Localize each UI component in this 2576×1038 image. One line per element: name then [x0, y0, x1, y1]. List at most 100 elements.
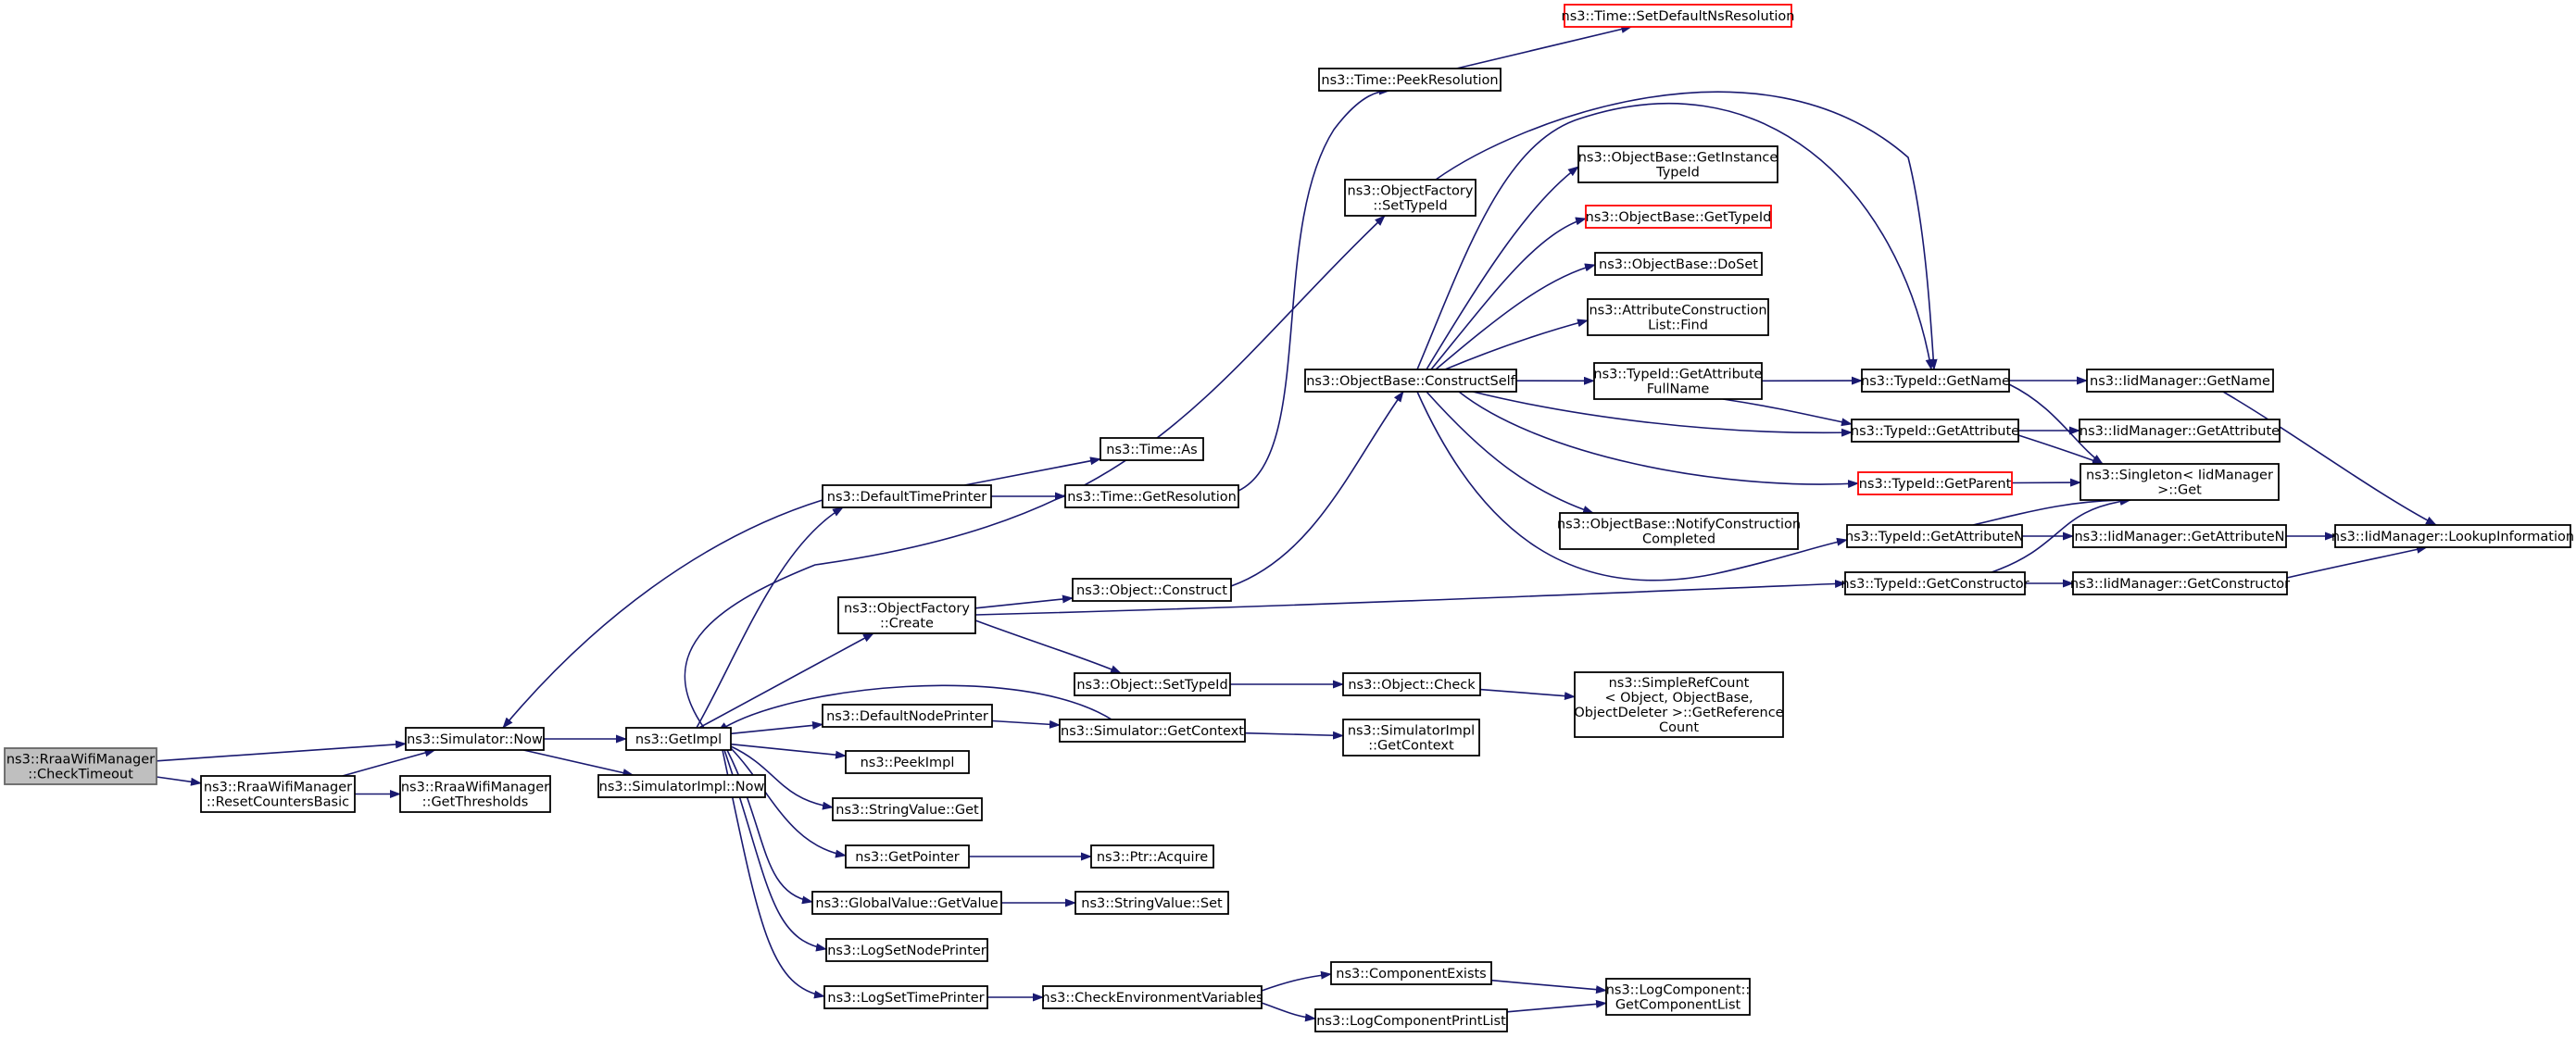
node-type-id-get-attribute[interactable]: ns3::TypeId::GetAttribute: [1851, 419, 2019, 443]
node-simulator-impl-get-context[interactable]: ns3::SimulatorImpl::GetContext: [1342, 719, 1480, 757]
node-log-component-get-component-list[interactable]: ns3::LogComponent::GetComponentList: [1605, 978, 1751, 1016]
node-box: [1585, 205, 1772, 229]
node-iid-manager-get-attribute-n[interactable]: ns3::IidManager::GetAttributeN: [2072, 524, 2287, 548]
edge-object-base-construct-self-to-type-id-get-name: [1416, 103, 1934, 370]
node-simulator-get-context[interactable]: ns3::Simulator::GetContext: [1059, 719, 1246, 743]
node-label: ObjectDeleter >::GetReference: [1574, 706, 1783, 720]
node-global-value-get-value[interactable]: ns3::GlobalValue::GetValue: [811, 891, 1002, 915]
node-box: [822, 704, 993, 728]
edge-check-timeout-to-simulator-now: [156, 740, 407, 762]
node-label: FullName: [1647, 382, 1710, 397]
node-label: ns3::SimulatorImpl::Now: [599, 780, 765, 794]
node-default-node-printer[interactable]: ns3::DefaultNodePrinter: [822, 704, 993, 728]
node-type-id-get-constructor[interactable]: ns3::TypeId::GetConstructor: [1841, 571, 2029, 595]
node-log-set-node-printer[interactable]: ns3::LogSetNodePrinter: [825, 938, 988, 962]
node-string-value-get[interactable]: ns3::StringValue::Get: [832, 797, 983, 821]
node-label: ns3::Simulator::GetContext: [1061, 724, 1244, 739]
node-box: [822, 484, 992, 508]
node-box: [1846, 524, 2023, 548]
node-box: [825, 938, 988, 962]
node-object-factory-set-type-id[interactable]: ns3::ObjectFactory::SetTypeId: [1344, 179, 1476, 217]
node-singleton-iid-manager-get[interactable]: ns3::Singleton< IidManager>::Get: [2080, 463, 2280, 501]
node-component-exists[interactable]: ns3::ComponentExists: [1330, 961, 1492, 985]
node-string-value-set[interactable]: ns3::StringValue::Set: [1074, 891, 1229, 915]
edge-check-timeout-to-reset-counters-basic: [156, 776, 202, 786]
node-get-thresholds[interactable]: ns3::RraaWifiManager::GetThresholds: [399, 775, 551, 813]
node-box: [1100, 437, 1204, 461]
node-box: [399, 775, 551, 813]
node-time-set-default-ns-resolution[interactable]: ns3::Time::SetDefaultNsResolution: [1562, 4, 1795, 28]
edge-time-get-resolution-to-time-peek-resolution: [1238, 86, 1390, 492]
node-type-id-get-attribute-n[interactable]: ns3::TypeId::GetAttributeN: [1845, 524, 2024, 548]
node-simulator-now[interactable]: ns3::Simulator::Now: [405, 727, 545, 751]
node-simple-ref-count-get-reference-count[interactable]: ns3::SimpleRefCount< Object, ObjectBase,…: [1574, 671, 1784, 738]
node-box: [4, 747, 157, 785]
node-log-set-time-printer[interactable]: ns3::LogSetTimePrinter: [823, 985, 988, 1009]
node-box: [1593, 362, 1763, 400]
node-box: [811, 891, 1002, 915]
node-object-set-type-id[interactable]: ns3::Object::SetTypeId: [1074, 672, 1231, 696]
edge-get-impl-to-object-factory-set-type-id: [684, 215, 1386, 729]
node-iid-manager-get-attribute[interactable]: ns3::IidManager::GetAttribute: [2079, 419, 2281, 443]
edge-type-id-get-attribute-to-singleton-iid-manager-get: [2017, 434, 2104, 465]
node-type-id-get-name[interactable]: ns3::TypeId::GetName: [1861, 369, 2010, 393]
node-label: >::Get: [2157, 483, 2202, 498]
edges-layer: [156, 25, 2437, 1022]
node-time-get-resolution[interactable]: ns3::Time::GetResolution: [1064, 484, 1239, 508]
node-get-pointer[interactable]: ns3::GetPointer: [845, 844, 970, 869]
node-label: ns3::GlobalValue::GetValue: [815, 896, 998, 911]
node-box: [845, 844, 970, 869]
node-box: [2072, 524, 2287, 548]
edge-get-impl-to-string-value-get: [730, 745, 834, 810]
node-check-environment-variables[interactable]: ns3::CheckEnvironmentVariables: [1041, 985, 1263, 1009]
node-iid-manager-lookup-information[interactable]: ns3::IidManager::LookupInformation: [2331, 524, 2574, 548]
node-time-as[interactable]: ns3::Time::As: [1100, 437, 1204, 461]
node-object-base-do-set[interactable]: ns3::ObjectBase::DoSet: [1594, 252, 1763, 276]
node-time-peek-resolution[interactable]: ns3::Time::PeekResolution: [1318, 68, 1502, 92]
node-object-base-notify-construction-completed[interactable]: ns3::ObjectBase::NotifyConstructionCompl…: [1557, 512, 1801, 550]
node-object-check[interactable]: ns3::Object::Check: [1342, 672, 1481, 696]
node-label: ns3::LogSetNodePrinter: [827, 944, 986, 958]
node-object-construct[interactable]: ns3::Object::Construct: [1072, 578, 1232, 602]
node-box: [1851, 419, 2019, 443]
node-label: ns3::LogSetTimePrinter: [827, 991, 984, 1006]
node-label: ::CheckTimeout: [28, 768, 133, 782]
node-box: [1090, 844, 1214, 869]
edge-type-id-get-constructor-to-singleton-iid-manager-get: [1991, 496, 2131, 573]
node-object-base-construct-self[interactable]: ns3::ObjectBase::ConstructSelf: [1304, 369, 1517, 393]
node-object-base-get-type-id[interactable]: ns3::ObjectBase::GetTypeId: [1585, 205, 1772, 229]
node-label: ns3::ObjectBase::DoSet: [1599, 257, 1758, 272]
node-box: [1844, 571, 2026, 595]
node-label: ns3::GetImpl: [635, 732, 722, 747]
node-reset-counters-basic[interactable]: ns3::RraaWifiManager::ResetCountersBasic: [200, 775, 356, 813]
edge-log-component-print-list-to-log-component-get-component-list: [1506, 999, 1607, 1013]
node-type-id-get-parent[interactable]: ns3::TypeId::GetParent: [1857, 471, 2013, 495]
edge-simulator-now-to-simulator-impl-now: [522, 749, 635, 777]
node-label: ::ResetCountersBasic: [207, 795, 349, 810]
node-box: [1564, 4, 1792, 28]
node-iid-manager-get-constructor[interactable]: ns3::IidManager::GetConstructor: [2070, 571, 2290, 595]
node-iid-manager-get-name[interactable]: ns3::IidManager::GetName: [2086, 369, 2274, 393]
node-default-time-printer[interactable]: ns3::DefaultTimePrinter: [822, 484, 992, 508]
edge-default-time-printer-to-time-as: [964, 456, 1101, 486]
node-simulator-impl-now[interactable]: ns3::SimulatorImpl::Now: [597, 774, 766, 798]
node-get-impl[interactable]: ns3::GetImpl: [625, 727, 732, 751]
node-object-factory-create[interactable]: ns3::ObjectFactory::Create: [837, 596, 976, 634]
edge-simulator-get-context-to-simulator-impl-get-context: [1244, 731, 1344, 740]
node-log-component-print-list[interactable]: ns3::LogComponentPrintList: [1314, 1008, 1508, 1032]
node-label: ns3::Ptr::Acquire: [1097, 850, 1208, 865]
node-box: [2080, 463, 2280, 501]
node-box: [823, 985, 988, 1009]
edge-object-factory-create-to-object-construct: [974, 594, 1074, 609]
node-peek-impl[interactable]: ns3::PeekImpl: [845, 750, 970, 774]
edge-check-environment-variables-to-component-exists: [1261, 970, 1332, 992]
node-label: ns3::ObjectBase::ConstructSelf: [1306, 374, 1515, 389]
node-check-timeout[interactable]: ns3::RraaWifiManager::CheckTimeout: [4, 747, 157, 785]
edge-object-construct-to-object-base-construct-self: [1230, 391, 1404, 587]
node-box: [597, 774, 766, 798]
node-ptr-acquire[interactable]: ns3::Ptr::Acquire: [1090, 844, 1214, 869]
node-box: [1042, 985, 1263, 1009]
